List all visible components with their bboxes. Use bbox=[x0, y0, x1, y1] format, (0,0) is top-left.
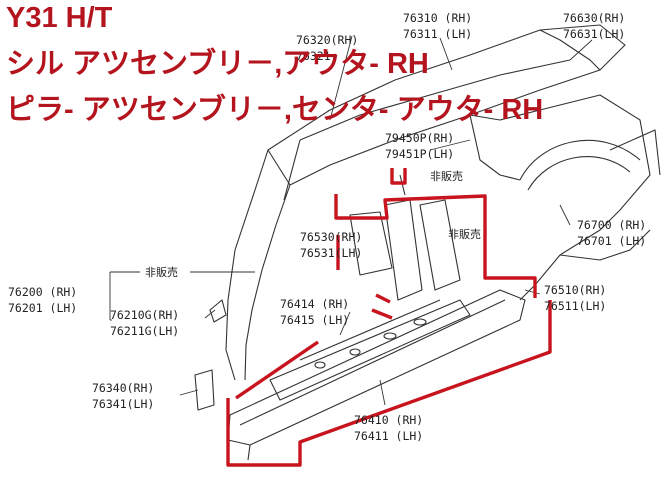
label-76320-lh: 76321 bbox=[296, 49, 331, 63]
label-76310-lh: 76311 (LH) bbox=[403, 27, 472, 41]
title-sill-assembly: シル アツセンブリ－,アウタ- RH bbox=[6, 48, 429, 80]
label-76320-rh: 76320(RH) bbox=[296, 33, 358, 47]
part-labels: 76630(RH) 76631(LH) 76310 (RH) 76311 (LH… bbox=[8, 11, 646, 443]
label-76200-lh: 76201 (LH) bbox=[8, 301, 77, 315]
label-76510-rh: 76510(RH) bbox=[544, 283, 606, 297]
title-model: Y31 H/T bbox=[6, 2, 113, 34]
label-76340-rh: 76340(RH) bbox=[92, 381, 154, 395]
label-76200-rh: 76200 (RH) bbox=[8, 285, 77, 299]
label-79450-rh: 79450P(RH) bbox=[385, 131, 454, 145]
label-76410-lh: 76411 (LH) bbox=[354, 429, 423, 443]
label-76510-lh: 76511(LH) bbox=[544, 299, 606, 313]
label-76700-lh: 76701 (LH) bbox=[577, 234, 646, 248]
body-line-art bbox=[194, 24, 661, 461]
label-not-sold-1: 非販売 bbox=[430, 170, 463, 183]
label-76310-rh: 76310 (RH) bbox=[403, 11, 472, 25]
label-79450-lh: 79451P(LH) bbox=[385, 147, 454, 161]
label-76530-rh: 76530(RH) bbox=[300, 230, 362, 244]
label-76414-lh: 76415 (LH) bbox=[280, 313, 349, 327]
label-76210-lh: 76211G(LH) bbox=[110, 324, 179, 338]
label-76414-rh: 76414 (RH) bbox=[280, 297, 349, 311]
label-76630-lh: 76631(LH) bbox=[563, 27, 625, 41]
label-76410-rh: 76410 (RH) bbox=[354, 413, 423, 427]
label-76340-lh: 76341(LH) bbox=[92, 397, 154, 411]
title-pillar-assembly: ピラ- アツセンブリ－,センタ- アウタ- RH bbox=[6, 94, 544, 126]
highlight-outlines bbox=[226, 168, 552, 467]
label-76700-rh: 76700 (RH) bbox=[577, 218, 646, 232]
label-not-sold-2: 非販売 bbox=[448, 228, 481, 241]
leader-lines bbox=[109, 35, 593, 406]
label-not-sold-3: 非販売 bbox=[145, 266, 178, 279]
label-76630-rh: 76630(RH) bbox=[563, 11, 625, 25]
label-76530-lh: 76531(LH) bbox=[300, 246, 362, 260]
label-76210-rh: 76210G(RH) bbox=[110, 308, 179, 322]
